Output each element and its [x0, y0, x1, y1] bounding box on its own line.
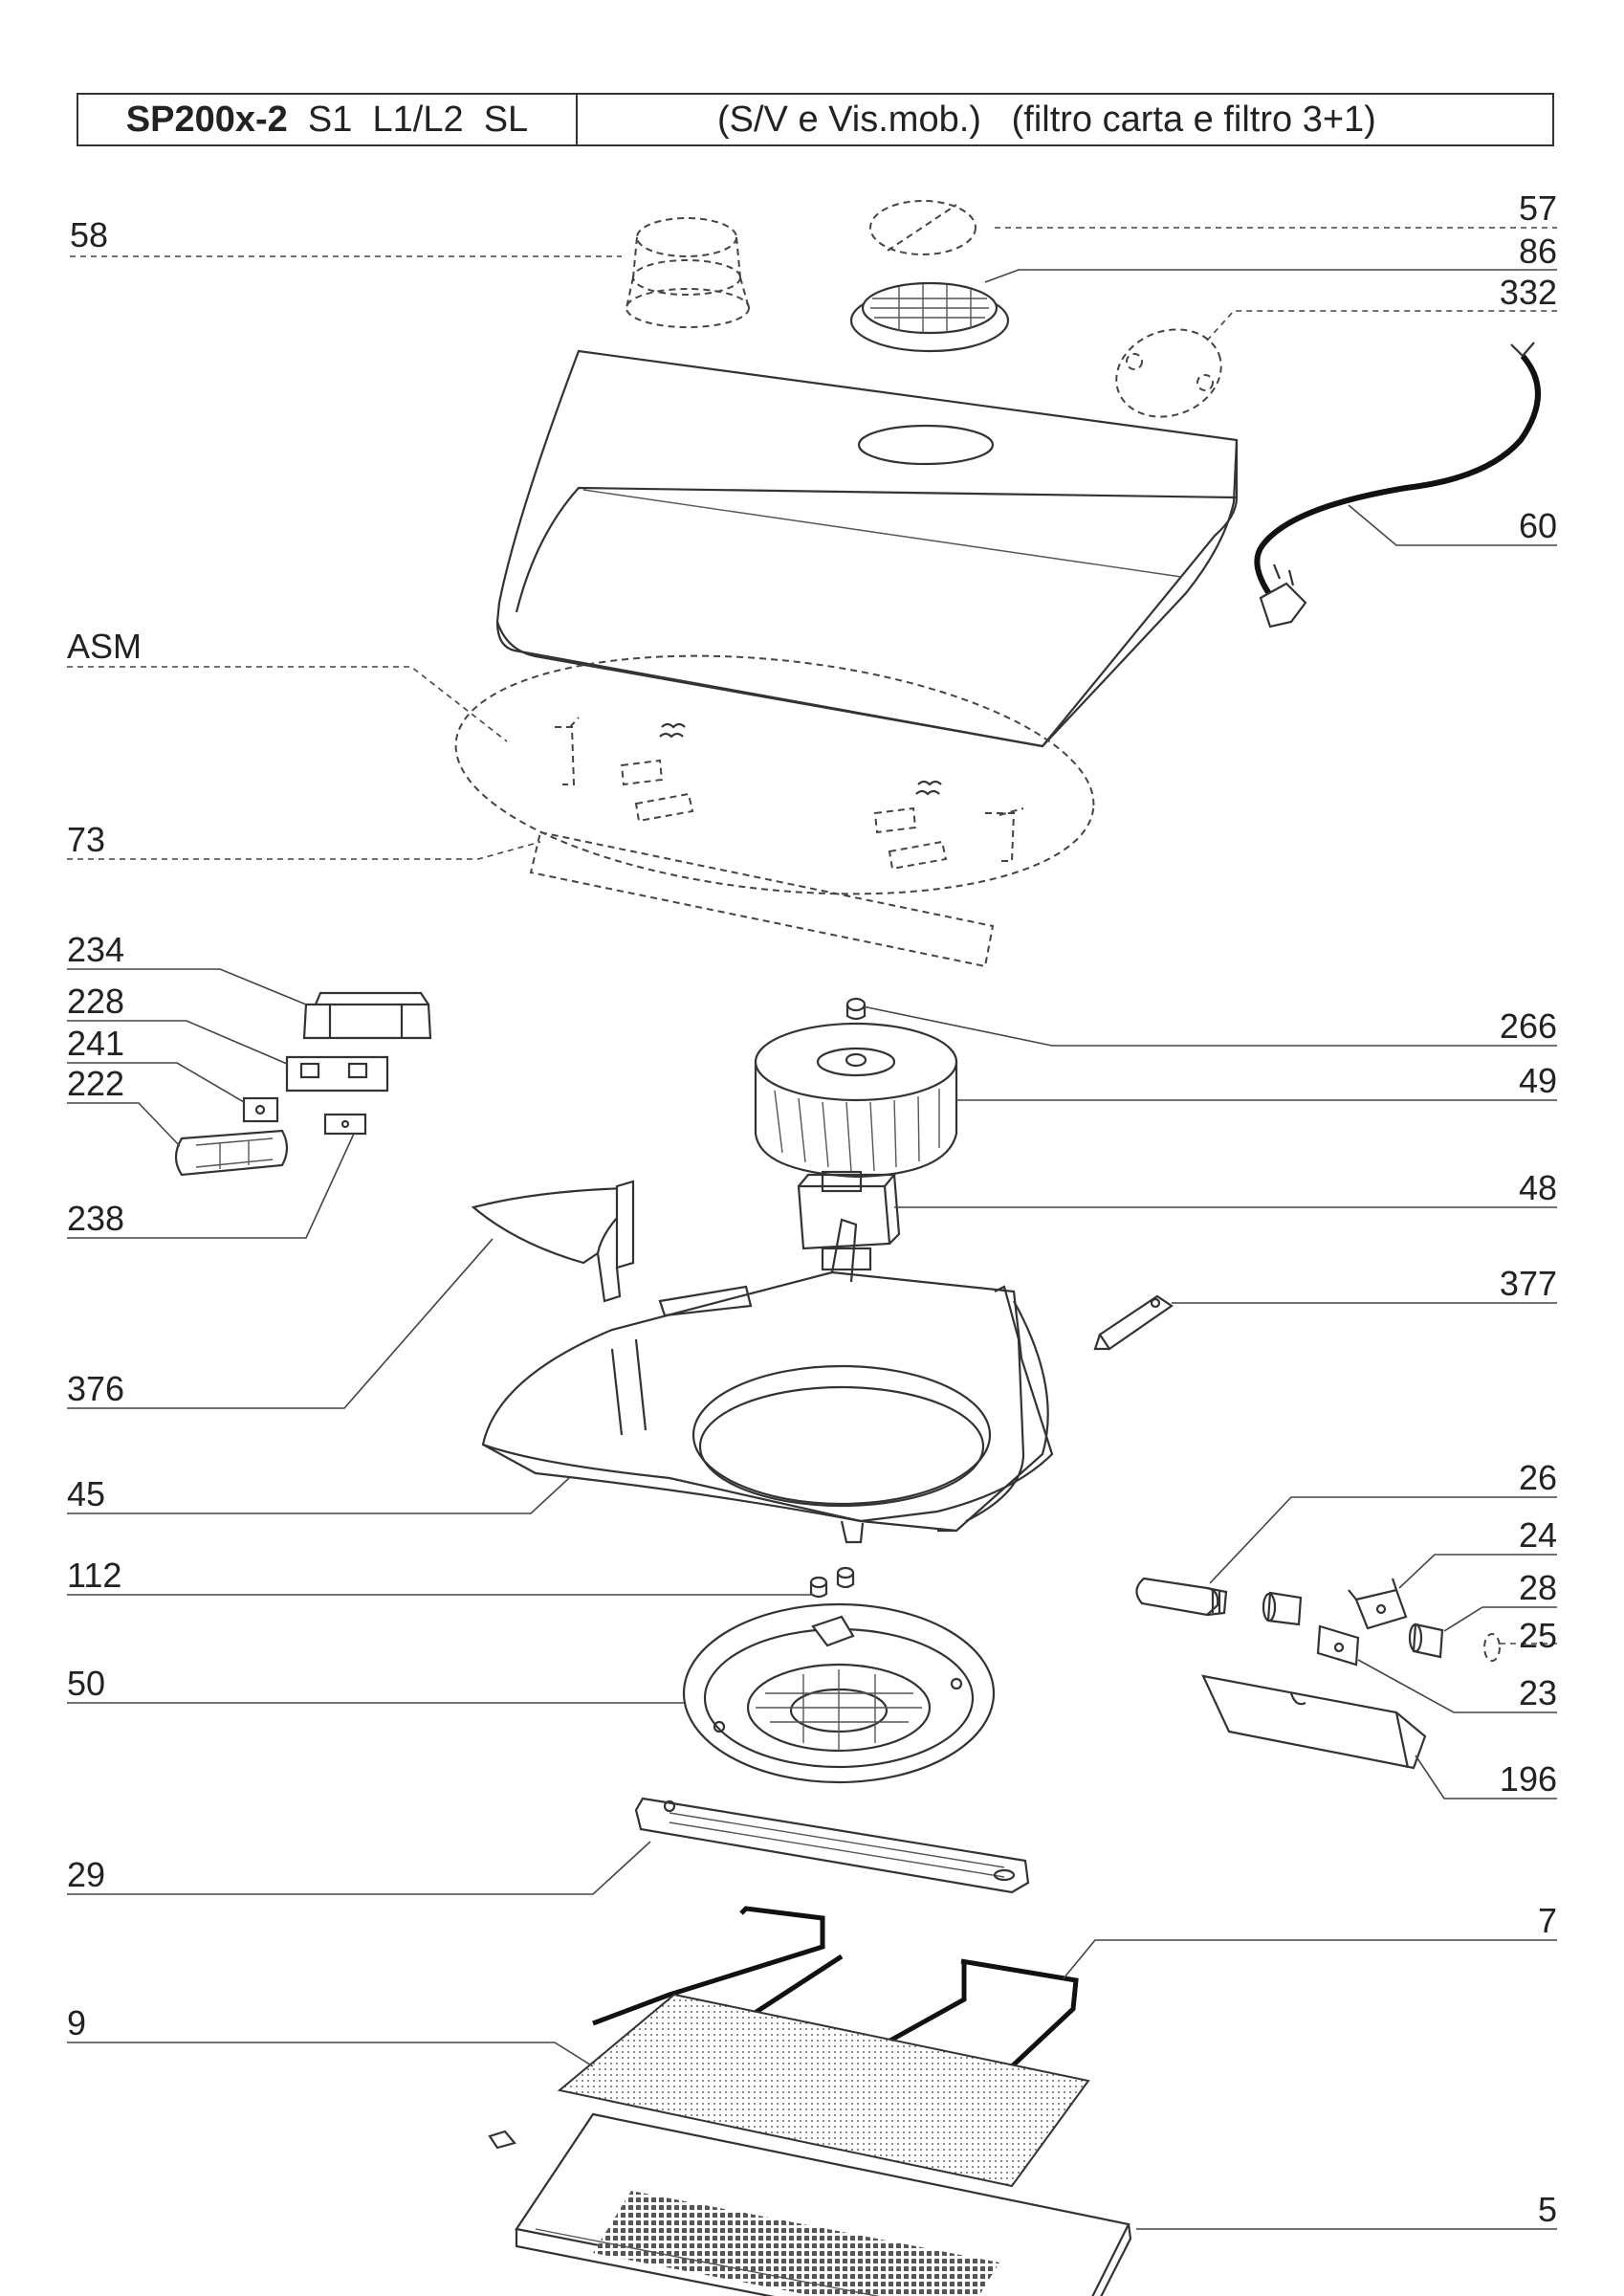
callout-labels: 58 57 86 332 60 ASM 73 234 228 241 222 2… — [67, 188, 1557, 2229]
callout-222: 222 — [67, 1064, 124, 1103]
callout-7: 7 — [1538, 1901, 1557, 1940]
title-block: SP200x-2 S1 L1/L2 SL (S/V e Vis.mob.) (f… — [77, 93, 1554, 146]
callout-49: 49 — [1519, 1061, 1557, 1100]
callout-5: 5 — [1538, 2190, 1557, 2229]
callout-266: 266 — [1500, 1006, 1557, 1046]
callout-86: 86 — [1519, 232, 1557, 271]
callout-57: 57 — [1519, 188, 1557, 228]
model-variants: S1 L1/L2 SL — [287, 99, 529, 140]
callout-332: 332 — [1500, 273, 1557, 312]
leader-lines — [67, 227, 1557, 2230]
callout-45: 45 — [67, 1474, 105, 1513]
callout-26: 26 — [1519, 1458, 1557, 1497]
callout-50: 50 — [67, 1664, 105, 1703]
part-86-grille-flange — [849, 281, 1010, 353]
part-9-filter-mat — [557, 1993, 1090, 2188]
callout-58: 58 — [70, 215, 108, 254]
part-228-switch — [285, 1055, 389, 1093]
part-234-switch-housing — [302, 991, 432, 1040]
model-notes: (S/V e Vis.mob.) (filtro carta e filtro … — [717, 99, 1376, 140]
callout-25: 25 — [1519, 1616, 1557, 1655]
title-notes-cell: (S/V e Vis.mob.) (filtro carta e filtro … — [576, 95, 1552, 144]
part-24-bracket — [1348, 1578, 1408, 1630]
part-25-ring — [1483, 1633, 1501, 1662]
part-28-lamp-holder — [1408, 1623, 1444, 1659]
callout-23: 23 — [1519, 1673, 1557, 1712]
part-50-fan-cover-plate — [682, 1602, 996, 1784]
part-48-motor — [797, 1170, 901, 1271]
part-26-lamp — [1135, 1577, 1228, 1617]
part-266-nut — [845, 997, 867, 1021]
part-5-grease-filter — [515, 2112, 1132, 2296]
callout-48: 48 — [1519, 1168, 1557, 1207]
part-238-button — [323, 1113, 367, 1136]
part-49-blower-wheel — [754, 1022, 958, 1179]
part-60-power-cord — [1254, 342, 1541, 629]
part-241-button — [242, 1096, 279, 1123]
part-45-fan-housing — [481, 1218, 1054, 1544]
part-112-spacers — [809, 1566, 855, 1599]
callout-377: 377 — [1500, 1264, 1557, 1303]
part-222-control-frame — [174, 1129, 289, 1177]
part-57-cap — [869, 200, 977, 255]
part-lamp-socket — [1262, 1591, 1303, 1626]
part-29-front-strip — [634, 1797, 1030, 1894]
title-model-cell: SP200x-2 S1 L1/L2 SL — [78, 95, 578, 144]
callout-28: 28 — [1519, 1568, 1557, 1607]
callout-60: 60 — [1519, 506, 1557, 545]
callout-228: 228 — [67, 982, 124, 1021]
callout-9: 9 — [67, 2003, 86, 2042]
callout-asm: ASM — [67, 627, 142, 666]
part-37-clips — [488, 2130, 516, 2150]
part-58-duct-adapter — [625, 217, 750, 328]
part-asm-clip-assembly — [454, 654, 1095, 895]
part-377-clip — [1093, 1294, 1174, 1351]
part-23-clip — [1316, 1624, 1360, 1667]
part-332-plate — [1115, 328, 1222, 418]
callout-112: 112 — [67, 1556, 121, 1595]
model-code: SP200x-2 — [125, 99, 288, 140]
callout-241: 241 — [67, 1024, 124, 1063]
callout-238: 238 — [67, 1199, 124, 1238]
callout-73: 73 — [67, 820, 105, 859]
part-73-seal-strip — [529, 830, 995, 968]
part-376-deflector — [471, 1180, 635, 1303]
hood-body — [495, 349, 1239, 748]
callout-196: 196 — [1500, 1759, 1557, 1799]
part-196-lamp-cover — [1201, 1674, 1427, 1770]
callout-29: 29 — [67, 1855, 105, 1894]
callout-24: 24 — [1519, 1515, 1557, 1555]
callout-376: 376 — [67, 1369, 124, 1408]
callout-234: 234 — [67, 930, 124, 969]
